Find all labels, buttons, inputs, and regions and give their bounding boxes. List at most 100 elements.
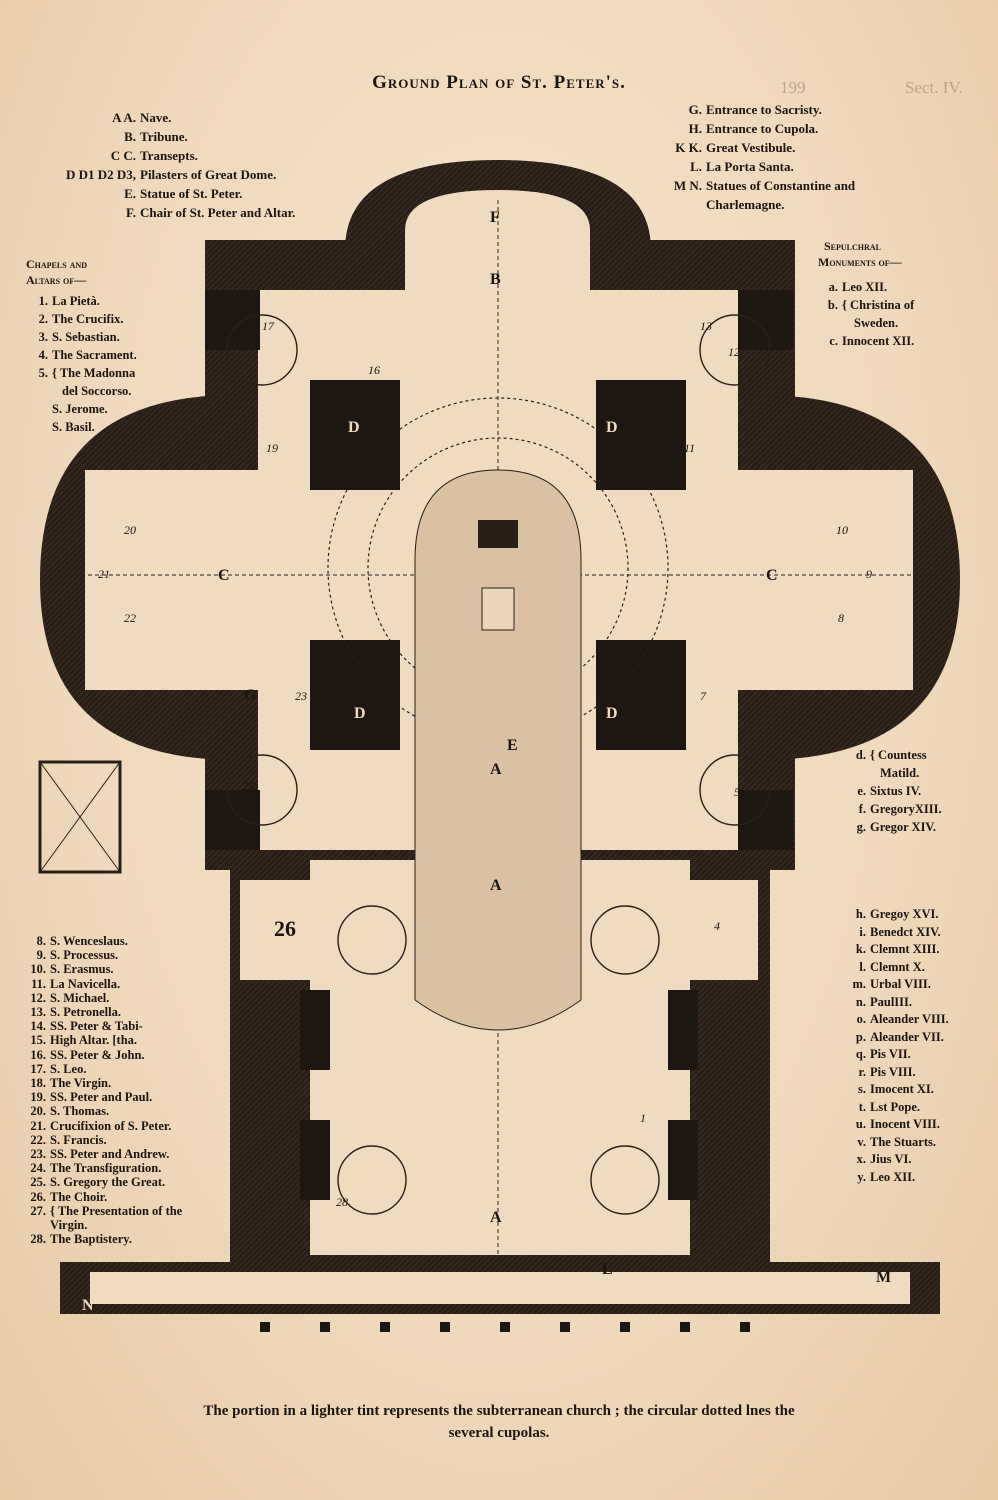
chapel-row: 2.The Crucifix. (38, 312, 124, 326)
plan-num-19: 19 (266, 441, 278, 455)
caption-line-1: The portion in a lighter tint represents… (203, 1403, 795, 1419)
chapel-row: 8.S. Wenceslaus. (36, 934, 128, 948)
chapel-row: 14.SS. Peter & Tabi- (30, 1019, 143, 1034)
plan-num-13: 13 (700, 319, 712, 333)
chapel-row: 23.SS. Peter and Andrew. (30, 1147, 170, 1162)
plan-num-28: 28 (336, 1195, 348, 1209)
monument-row: Matild. (880, 766, 920, 780)
key-row: L.La Porta Santa. (690, 159, 794, 174)
chapel-row: 4.The Sacrament. (38, 348, 137, 362)
monument-row: f.GregoryXIII. (858, 802, 942, 816)
monument-row: q.Pis VII. (855, 1047, 911, 1061)
plan-num-1: 1 (640, 1111, 646, 1125)
chapel-row: 16.SS. Peter & John. (30, 1047, 145, 1062)
chapel-row: 25.S. Gregory the Great. (30, 1175, 166, 1190)
key-row: F.Chair of St. Peter and Altar. (126, 205, 296, 220)
plan-label-n: N (82, 1297, 94, 1314)
monument-row: d.{ Countess (855, 748, 927, 762)
chapel-row: 12.S. Michael. (30, 990, 110, 1005)
chapel-row: 17.S. Leo. (30, 1061, 87, 1076)
monument-row: o.Aleander VIII. (856, 1012, 949, 1026)
chapel-row: 21.Crucifixion of S. Peter. (30, 1118, 172, 1133)
plan-label-e: E (507, 737, 518, 754)
key-top-right: G.Entrance to Sacristy. H.Entrance to Cu… (662, 100, 855, 214)
chapel-row: 18.The Virgin. (30, 1076, 112, 1091)
page-number: 199 (780, 78, 806, 97)
monument-row: u.Inocent VIII. (855, 1117, 940, 1131)
interior-floor (85, 190, 913, 1304)
sacristy-block (38, 760, 122, 874)
plan-label-a-lower: A (490, 1209, 502, 1226)
chapel-row: 13.S. Petronella. (30, 1005, 121, 1020)
plan-num-7: 7 (700, 689, 707, 703)
chapel-row: del Soccorso. (62, 384, 132, 398)
key-row: Charlemagne. (706, 197, 785, 212)
subterranean-church (414, 469, 582, 1031)
monuments-header: Monuments of— (818, 255, 902, 269)
chapel-row: 1.La Pietà. (38, 294, 100, 308)
plan-label-m: M (876, 1269, 891, 1286)
monument-row: a.Leo XII. (828, 280, 888, 294)
axis-lines (60, 200, 940, 1260)
plan-label-d1: D (606, 419, 618, 436)
monuments-list-top: Sepulchral Monuments of— a.Leo XII. b.{ … (818, 238, 914, 350)
key-row: M N.Statues of Constantine and (673, 178, 856, 193)
plan-num-22: 22 (124, 611, 136, 625)
chapel-row: 15.High Altar. [tha. (30, 1033, 138, 1048)
plan-num-8: 8 (838, 611, 844, 625)
chapels-list-bottom: 8.S. Wenceslaus. 9.S. Processus. 10.S. E… (18, 934, 182, 1246)
chapel-row: 11.La Navicella. (31, 976, 121, 991)
key-top-left: A A.Nave. B.Tribune. C C.Transepts. D D1… (18, 108, 295, 222)
plan-num-24: 24 (364, 733, 376, 747)
monuments-header: Sepulchral (824, 239, 881, 253)
key-row: B.Tribune. (124, 129, 188, 144)
monument-row: v.The Stuarts. (857, 1134, 936, 1149)
caption-line-2: several cupolas. (448, 1425, 550, 1441)
vestibule-arcade (260, 1322, 750, 1332)
plan-num-26: 26 (274, 916, 296, 941)
dome-piers (205, 290, 793, 1200)
chapel-row: 24.The Transfiguration. (30, 1161, 162, 1176)
plan-label-c-right: C (766, 567, 778, 584)
choir-label-group: 26 (274, 916, 296, 941)
monument-row: y.Leo XII. (857, 1169, 916, 1184)
plan-num-23: 23 (295, 689, 307, 703)
plan-num-25: 25 (242, 779, 254, 793)
great-dome-circles (327, 397, 669, 739)
monument-row: h.Gregoy XVI. (855, 907, 939, 921)
chapel-row: 20.S. Thomas. (30, 1104, 110, 1119)
monument-row: e.Sixtus IV. (857, 784, 922, 798)
monument-row: c.Innocent XII. (829, 334, 915, 348)
chapel-row: 3.S. Sebastian. (38, 330, 120, 344)
key-row: A A.Nave. (112, 110, 172, 125)
chapels-header: Chapels and (26, 257, 88, 271)
monuments-list-mid: d.{ Countess Matild. e.Sixtus IV. f.Greg… (852, 746, 942, 836)
plan-label-d: D (348, 419, 360, 436)
plan-num-10: 10 (836, 523, 848, 537)
monument-row: n.PaulIII. (855, 994, 913, 1009)
page-title: Ground Plan of St. Peter's. (372, 72, 626, 93)
plan-num-2: 2 (690, 1131, 696, 1145)
chapel-row: 19.SS. Peter and Paul. (30, 1090, 153, 1105)
monument-row: i.Benedct XIV. (859, 924, 941, 939)
monument-row: l.Clemnt X. (859, 959, 925, 974)
plan-num-16: 16 (368, 363, 380, 377)
key-row: C C.Transepts. (110, 148, 198, 163)
key-row: D D1 D2 D3,Pilasters of Great Dome. (65, 167, 277, 182)
monument-row: g.Gregor XIV. (856, 820, 936, 834)
chapels-list-top: Chapels and Altars of— 1.La Pietà. 2.The… (26, 256, 137, 436)
chapels-header: Altars of— (26, 273, 87, 287)
chapel-row: 5.{ The Madonna (38, 366, 136, 380)
monument-row: m.Urbal VIII. (852, 977, 931, 991)
key-row: E.Statue of St. Peter. (124, 186, 243, 201)
plan-label-c-left: C (218, 567, 230, 584)
monument-row: t.Lst Pope. (858, 1099, 920, 1114)
plan-label-l: L (602, 1261, 613, 1278)
chapel-row: S. Jerome. (52, 402, 108, 416)
caption: The portion in a lighter tint represents… (0, 1400, 998, 1444)
plan-num-12: 12 (728, 345, 740, 359)
key-row: G.Entrance to Sacristy. (688, 102, 822, 117)
plan-num-11: 11 (684, 441, 695, 455)
